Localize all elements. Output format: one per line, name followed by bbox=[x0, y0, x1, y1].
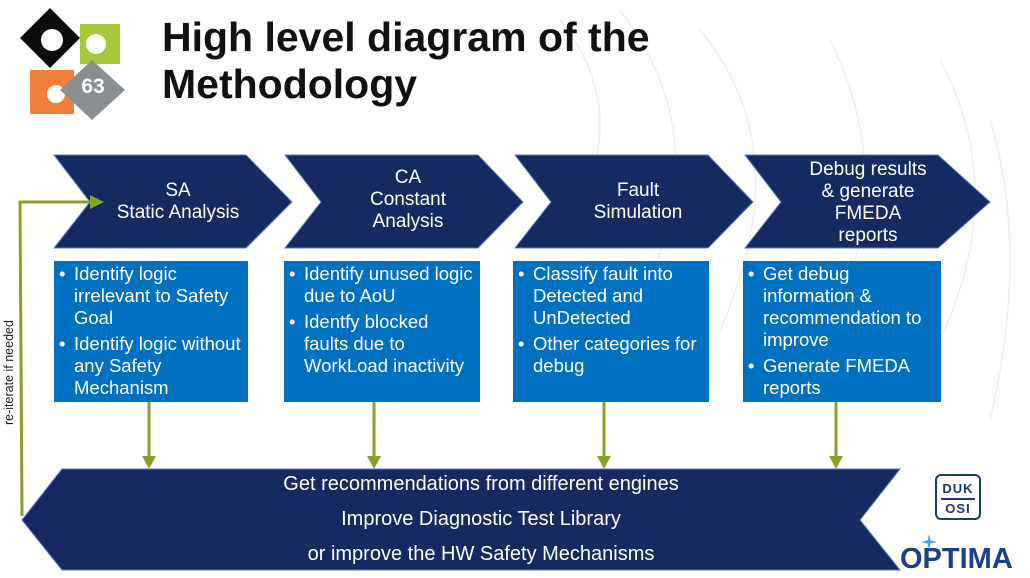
connector-ca-head bbox=[367, 456, 381, 469]
stage-label-line: FMEDA bbox=[834, 203, 902, 224]
recommendations-line: or improve the HW Safety Mechanisms bbox=[307, 543, 655, 565]
feedback-loop-head bbox=[90, 195, 104, 209]
stage-chevron-debug bbox=[743, 154, 991, 249]
stage-label-debug: Debug results & generate FMEDA reports bbox=[778, 157, 958, 249]
page-title-line-2: Methodology bbox=[162, 61, 418, 107]
detail-box-fault: Classify fault into Detected and UnDetec… bbox=[513, 261, 709, 402]
logo-gray-diamond bbox=[60, 60, 125, 120]
detail-bullet: Identify logic without any Safety Mechan… bbox=[59, 333, 244, 399]
connector-sa-head bbox=[142, 456, 156, 469]
recommendations-text: Get recommendations from different engin… bbox=[90, 467, 872, 572]
stage-label-line: SA bbox=[165, 180, 191, 201]
detail-bullet: Identfy blocked faults due to WorkLoad i… bbox=[289, 311, 476, 377]
duk-osi-logo: DUK OSI bbox=[935, 474, 981, 520]
stage-chevron-fault bbox=[513, 154, 754, 249]
stage-label-line: Fault bbox=[616, 180, 660, 201]
detail-bullet: Other categories for debug bbox=[518, 333, 705, 377]
recommendations-arrow bbox=[21, 468, 902, 571]
page-title-line-1: High level diagram of the bbox=[162, 14, 650, 60]
duk-logo-bottom: OSI bbox=[945, 500, 971, 516]
stage-label-line: reports bbox=[838, 225, 898, 246]
detail-bullet: Identify unused logic due to AoU bbox=[289, 263, 476, 307]
connector-debug-head bbox=[829, 456, 843, 469]
logo-orange-hole bbox=[47, 85, 65, 103]
detail-bullet: Identify logic irrelevant to Safety Goal bbox=[59, 263, 244, 329]
logo-number: 63 bbox=[81, 75, 105, 98]
stage-label-line: Debug results bbox=[809, 159, 927, 180]
detail-bullet: Classify fault into Detected and UnDetec… bbox=[518, 263, 705, 329]
page-title: High level diagram of the Methodology bbox=[162, 14, 942, 108]
stage-label-line: Static Analysis bbox=[116, 202, 240, 223]
detail-box-ca: Identify unused logic due to AoU Identfy… bbox=[284, 261, 480, 402]
detail-box-debug: Get debug information & recommendation t… bbox=[743, 261, 941, 402]
detail-bullet: Get debug information & recommendation t… bbox=[748, 263, 937, 351]
recommendations-line: Improve Diagnostic Test Library bbox=[341, 508, 621, 530]
connector-fault-head bbox=[597, 456, 611, 469]
stage-label-line: Simulation bbox=[593, 202, 683, 223]
duk-logo-divider bbox=[941, 498, 975, 500]
optima-star-icon bbox=[921, 534, 937, 550]
logo-green-hole bbox=[86, 34, 106, 54]
stage-label-fault: Fault Simulation bbox=[548, 159, 728, 245]
stage-label-line: Analysis bbox=[372, 211, 444, 232]
feedback-loop bbox=[18, 200, 92, 517]
reiterate-label: re-iterate if needed bbox=[2, 320, 16, 425]
stage-label-line: & generate bbox=[821, 181, 915, 202]
stage-label-ca: CA Constant Analysis bbox=[318, 157, 498, 243]
optima-logo: OPTIMA bbox=[900, 543, 1013, 575]
detail-box-sa: Identify logic irrelevant to Safety Goal… bbox=[54, 261, 248, 402]
conference-logo bbox=[20, 8, 125, 120]
stage-chevron-ca bbox=[283, 154, 524, 249]
stage-label-sa: SA Static Analysis bbox=[88, 159, 268, 245]
detail-bullet: Generate FMEDA reports bbox=[748, 355, 937, 399]
duk-logo-top: DUK bbox=[942, 481, 974, 496]
stage-label-line: CA bbox=[394, 167, 422, 188]
recommendations-line: Get recommendations from different engin… bbox=[283, 473, 679, 495]
connector-arrows bbox=[142, 402, 843, 469]
stage-label-line: Constant bbox=[369, 189, 447, 210]
logo-dark-hole bbox=[41, 29, 63, 51]
